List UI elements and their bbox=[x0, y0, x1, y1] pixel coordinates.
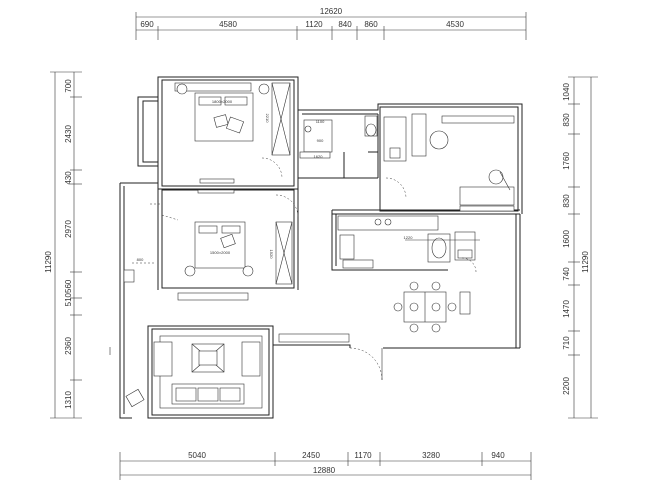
right-dim-2: 830 bbox=[562, 113, 571, 127]
plate-icon bbox=[409, 302, 419, 312]
bottom-dim-5: 940 bbox=[491, 451, 505, 460]
chair-icon bbox=[409, 323, 419, 333]
right-dim-7: 1470 bbox=[562, 300, 571, 318]
armchair bbox=[153, 341, 173, 377]
chair-icon bbox=[447, 302, 457, 312]
stove-icon bbox=[374, 218, 382, 226]
second-bedroom: 1500×2000 1520 bbox=[161, 194, 299, 285]
window-living bbox=[278, 333, 350, 343]
right-dim-1: 1040 bbox=[562, 83, 571, 101]
door-swing bbox=[349, 347, 383, 381]
chair-icon bbox=[393, 302, 403, 312]
bed-second-size: 1500×2000 bbox=[210, 250, 231, 255]
right-dim-6: 740 bbox=[562, 267, 571, 281]
chair-icon bbox=[429, 130, 449, 150]
counter bbox=[342, 259, 374, 269]
right-dimension-chain: 1040 830 1760 830 1600 740 1470 710 2200… bbox=[562, 76, 598, 419]
bottom-dim-3: 1170 bbox=[354, 451, 372, 460]
top-dim-3: 1120 bbox=[305, 20, 323, 29]
right-dim-4: 830 bbox=[562, 194, 571, 208]
living-room bbox=[125, 335, 383, 409]
right-dim-9: 2200 bbox=[562, 377, 571, 395]
bottom-dim-2: 2450 bbox=[302, 451, 320, 460]
chair-icon bbox=[409, 281, 419, 291]
plate-icon bbox=[431, 302, 441, 312]
bottom-dim-1: 5040 bbox=[188, 451, 206, 460]
sideboard bbox=[459, 291, 471, 315]
left-dim-6: 2360 bbox=[64, 337, 73, 355]
top-dim-2: 4580 bbox=[219, 20, 237, 29]
walls bbox=[119, 76, 523, 419]
bottom-total-dim: 12880 bbox=[313, 466, 336, 475]
door-swing bbox=[275, 194, 299, 218]
left-dim-4: 2970 bbox=[64, 220, 73, 238]
window-bedroom-bay bbox=[177, 292, 249, 301]
chair-icon bbox=[431, 281, 441, 291]
top-dim-6: 4530 bbox=[446, 20, 464, 29]
master-bedroom: 1800×2000 2210 bbox=[174, 82, 291, 179]
lamp-icon bbox=[258, 83, 270, 95]
left-total-dim: 11290 bbox=[44, 251, 53, 273]
top-dimension-chain: 12620 690 4580 1120 840 860 4530 bbox=[135, 7, 527, 40]
chair-icon bbox=[431, 323, 441, 333]
left-dim-1: 700 bbox=[64, 79, 73, 93]
dining bbox=[393, 281, 471, 333]
bed-master-size: 1800×2000 bbox=[212, 99, 233, 104]
shelf bbox=[441, 115, 515, 124]
top-dim-5: 860 bbox=[364, 20, 378, 29]
vanity bbox=[303, 119, 333, 153]
right-total-dim: 11290 bbox=[581, 251, 590, 273]
cabinet bbox=[411, 113, 427, 157]
top-dim-4: 840 bbox=[338, 20, 352, 29]
door-swing bbox=[161, 214, 179, 221]
bottom-dimension-chain: 5040 2450 1170 3280 940 12880 bbox=[119, 451, 532, 480]
right-dim-5: 1600 bbox=[562, 230, 571, 248]
wardrobe-second-dim: 1520 bbox=[269, 250, 274, 260]
kitchen: 1220 bbox=[337, 215, 480, 273]
top-dim-1: 690 bbox=[140, 20, 154, 29]
shoe-cabinet bbox=[123, 269, 135, 283]
corridor: 800 1620 bbox=[109, 151, 331, 355]
vanity-dim: 1100 bbox=[316, 119, 325, 124]
wardrobe-master-dim: 2210 bbox=[265, 114, 270, 124]
stove-icon bbox=[384, 218, 392, 226]
left-dimension-chain: 11290 700 2430 430 2970 510560 2360 1310 bbox=[44, 71, 82, 419]
side-table bbox=[125, 388, 145, 408]
window-bedroom-1 bbox=[199, 178, 235, 184]
window-study bbox=[459, 205, 515, 212]
left-dim-5: 510560 bbox=[64, 279, 73, 306]
corridor-dim: 800 bbox=[137, 257, 144, 262]
sink-icon bbox=[339, 234, 355, 260]
right-dim-3: 1760 bbox=[562, 152, 571, 170]
bottom-dim-4: 3280 bbox=[422, 451, 440, 460]
kitchen-dim: 1220 bbox=[404, 235, 414, 240]
window-bedroom-2 bbox=[197, 189, 235, 194]
lamp-icon bbox=[176, 83, 188, 95]
armchair bbox=[241, 341, 261, 377]
sink-icon bbox=[304, 125, 312, 133]
door-swing bbox=[385, 177, 407, 199]
top-total-dim: 12620 bbox=[320, 7, 343, 16]
chair-icon bbox=[488, 169, 504, 185]
desk bbox=[459, 186, 515, 206]
lamp-icon bbox=[242, 265, 254, 277]
left-dim-2: 2430 bbox=[64, 125, 73, 143]
bathtub bbox=[383, 116, 407, 162]
windows bbox=[177, 178, 515, 343]
door-swing bbox=[461, 257, 477, 273]
vanity-dim-2: 900 bbox=[317, 138, 324, 143]
left-dim-7: 1310 bbox=[64, 391, 73, 409]
study bbox=[411, 113, 515, 206]
door-swing bbox=[261, 157, 283, 179]
lamp-icon bbox=[184, 265, 196, 277]
right-dim-8: 710 bbox=[562, 336, 571, 350]
corridor-dim-2: 1620 bbox=[314, 154, 324, 159]
left-dim-3: 430 bbox=[64, 171, 73, 185]
